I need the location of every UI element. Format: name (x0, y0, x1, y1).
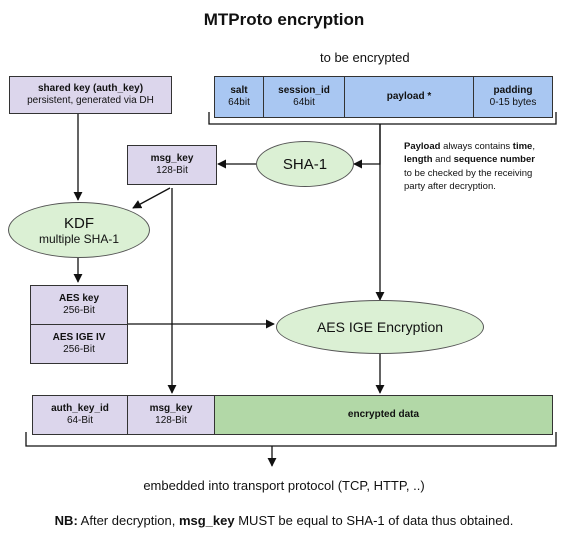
payload-note: Payload always contains time, length and… (404, 140, 564, 193)
session-id-field-size: 64bit (293, 97, 315, 108)
padding-field-size: 0-15 bytes (489, 97, 537, 108)
aes-encryption-label: AES IGE Encryption (316, 319, 444, 335)
payload-field-name: payload * (386, 90, 432, 102)
salt-field-name: salt (230, 84, 248, 96)
nb-note-b2: msg_key (178, 513, 235, 528)
salt-field: salt 64bit (214, 76, 264, 118)
sha1-label: SHA-1 (282, 155, 328, 173)
aes-iv-name: AES IGE IV (52, 331, 106, 343)
payload-note-t1: always contains (440, 141, 513, 152)
auth-key-id-size: 64-Bit (66, 415, 94, 426)
payload-note-t3: and (432, 154, 454, 166)
output-msg-key-name: msg_key (149, 402, 193, 414)
encrypted-data-field: encrypted data (214, 395, 553, 435)
aes-iv-box: AES IGE IV 256-Bit (30, 324, 128, 364)
padding-field: padding 0-15 bytes (473, 76, 553, 118)
output-msg-key-field: msg_key 128-Bit (127, 395, 215, 435)
nb-note-t2: MUST be equal to SHA-1 of data thus obta… (234, 513, 514, 528)
msg-key-box: msg_key 128-Bit (127, 145, 217, 185)
nb-note-b1: NB: (54, 513, 78, 528)
kdf-label: KDF (64, 214, 94, 232)
shared-key-name: shared key (auth_key) (37, 82, 144, 94)
payload-note-t2: , (532, 141, 535, 152)
kdf-desc: multiple SHA-1 (38, 231, 120, 246)
aes-encryption-node: AES IGE Encryption (276, 300, 484, 354)
brace-to-sha1-arrow (353, 124, 381, 169)
payload-note-b2: time (512, 141, 533, 152)
aes-iv-size: 256-Bit (63, 344, 95, 355)
nb-note-t1: After decryption, (77, 513, 179, 528)
msg-key-box-size: 128-Bit (156, 165, 188, 176)
nb-note: NB: After decryption, msg_key MUST be eq… (0, 513, 568, 528)
payload-note-b1: Payload (404, 141, 441, 152)
payload-note-t4: to be checked by the receiving (404, 167, 533, 179)
aes-key-name: AES key (58, 292, 100, 304)
aes-key-size: 256-Bit (63, 305, 95, 316)
payload-field: payload * (344, 76, 474, 118)
padding-field-name: padding (493, 84, 533, 96)
shared-key-box: shared key (auth_key) persistent, genera… (9, 76, 172, 114)
auth-key-id-name: auth_key_id (51, 402, 109, 414)
embedded-label: embedded into transport protocol (TCP, H… (143, 478, 425, 493)
session-id-field-name: session_id (278, 84, 330, 96)
output-brace (25, 432, 557, 447)
encrypted-data-name: encrypted data (347, 408, 420, 420)
payload-note-t5: party after decryption. (404, 180, 496, 192)
to-be-encrypted-label: to be encrypted (320, 50, 410, 65)
diagram-title: MTProto encryption (203, 10, 365, 29)
salt-field-size: 64bit (228, 97, 250, 108)
payload-note-b4: sequence number (453, 154, 535, 166)
kdf-node: KDF multiple SHA-1 (8, 202, 150, 258)
payload-note-b3: length (404, 154, 433, 166)
msg-key-box-name: msg_key (150, 152, 194, 164)
msgkey-to-kdf-arrow (132, 187, 171, 209)
session-id-field: session_id 64bit (263, 76, 345, 118)
aes-key-box: AES key 256-Bit (30, 285, 128, 325)
auth-key-id-field: auth_key_id 64-Bit (32, 395, 128, 435)
encrypted-fields-brace (208, 112, 557, 125)
shared-key-desc: persistent, generated via DH (27, 95, 154, 106)
sha1-node: SHA-1 (256, 141, 354, 187)
output-msg-key-size: 128-Bit (155, 415, 187, 426)
